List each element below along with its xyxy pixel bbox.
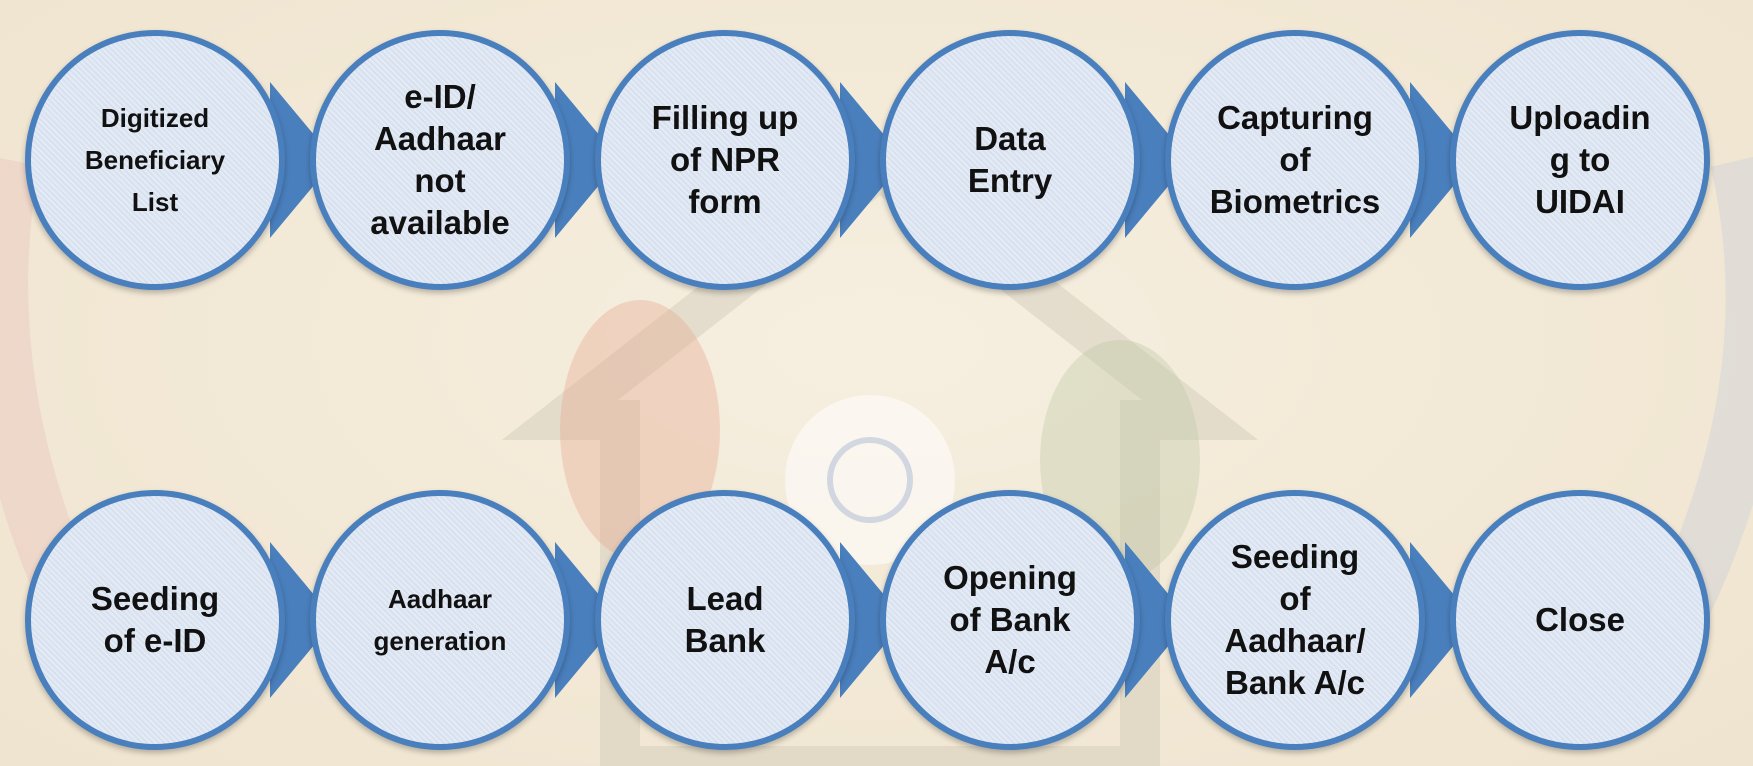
step-label: Opening of Bank A/c xyxy=(943,559,1077,680)
step-label: Data Entry xyxy=(967,120,1053,199)
step-seeding-of-eid: Seeding of e-ID xyxy=(25,490,285,750)
arrow-connector xyxy=(555,82,620,238)
step-label: Seeding of e-ID xyxy=(90,580,220,659)
step-close: Close xyxy=(1450,490,1710,750)
arrow-connector xyxy=(1410,82,1475,238)
step-label: Capturing of Biometrics xyxy=(1209,99,1381,220)
step-opening-of-bank-account: Opening of Bank A/c xyxy=(880,490,1140,750)
arrow-connector xyxy=(270,542,335,698)
step-digitized-beneficiary-list: Digitized Beneficiary List xyxy=(25,30,285,290)
process-row-1: Digitized Beneficiary List e-ID/ Aadhaar… xyxy=(0,30,1753,290)
step-label: e-ID/ Aadhaar not available xyxy=(370,78,510,241)
step-uploading-to-uidai: Uploadin g to UIDAI xyxy=(1450,30,1710,290)
step-label: Uploadin g to UIDAI xyxy=(1509,99,1651,220)
process-row-2: Seeding of e-ID Aadhaar generation Lead … xyxy=(0,490,1753,750)
arrow-connector xyxy=(840,542,905,698)
step-aadhaar-generation: Aadhaar generation xyxy=(310,490,570,750)
step-filling-npr-form: Filling up of NPR form xyxy=(595,30,855,290)
step-label: Aadhaar generation xyxy=(373,584,507,656)
step-label: Digitized Beneficiary List xyxy=(84,103,226,217)
step-eid-aadhaar-not-available: e-ID/ Aadhaar not available xyxy=(310,30,570,290)
step-label: Seeding of Aadhaar/ Bank A/c xyxy=(1224,538,1366,701)
arrow-connector xyxy=(1410,542,1475,698)
row-2-connectors xyxy=(270,542,1475,698)
row-1-connectors xyxy=(270,82,1475,238)
step-data-entry: Data Entry xyxy=(880,30,1140,290)
arrow-connector xyxy=(840,82,905,238)
step-label: Lead Bank xyxy=(684,580,766,659)
arrow-connector xyxy=(555,542,620,698)
step-label: Filling up of NPR form xyxy=(651,99,799,220)
step-seeding-aadhaar-bank-account: Seeding of Aadhaar/ Bank A/c xyxy=(1165,490,1425,750)
arrow-connector xyxy=(270,82,335,238)
arrow-connector xyxy=(1125,542,1190,698)
arrow-connector xyxy=(1125,82,1190,238)
step-capturing-biometrics: Capturing of Biometrics xyxy=(1165,30,1425,290)
step-label: Close xyxy=(1535,601,1625,638)
step-lead-bank: Lead Bank xyxy=(595,490,855,750)
